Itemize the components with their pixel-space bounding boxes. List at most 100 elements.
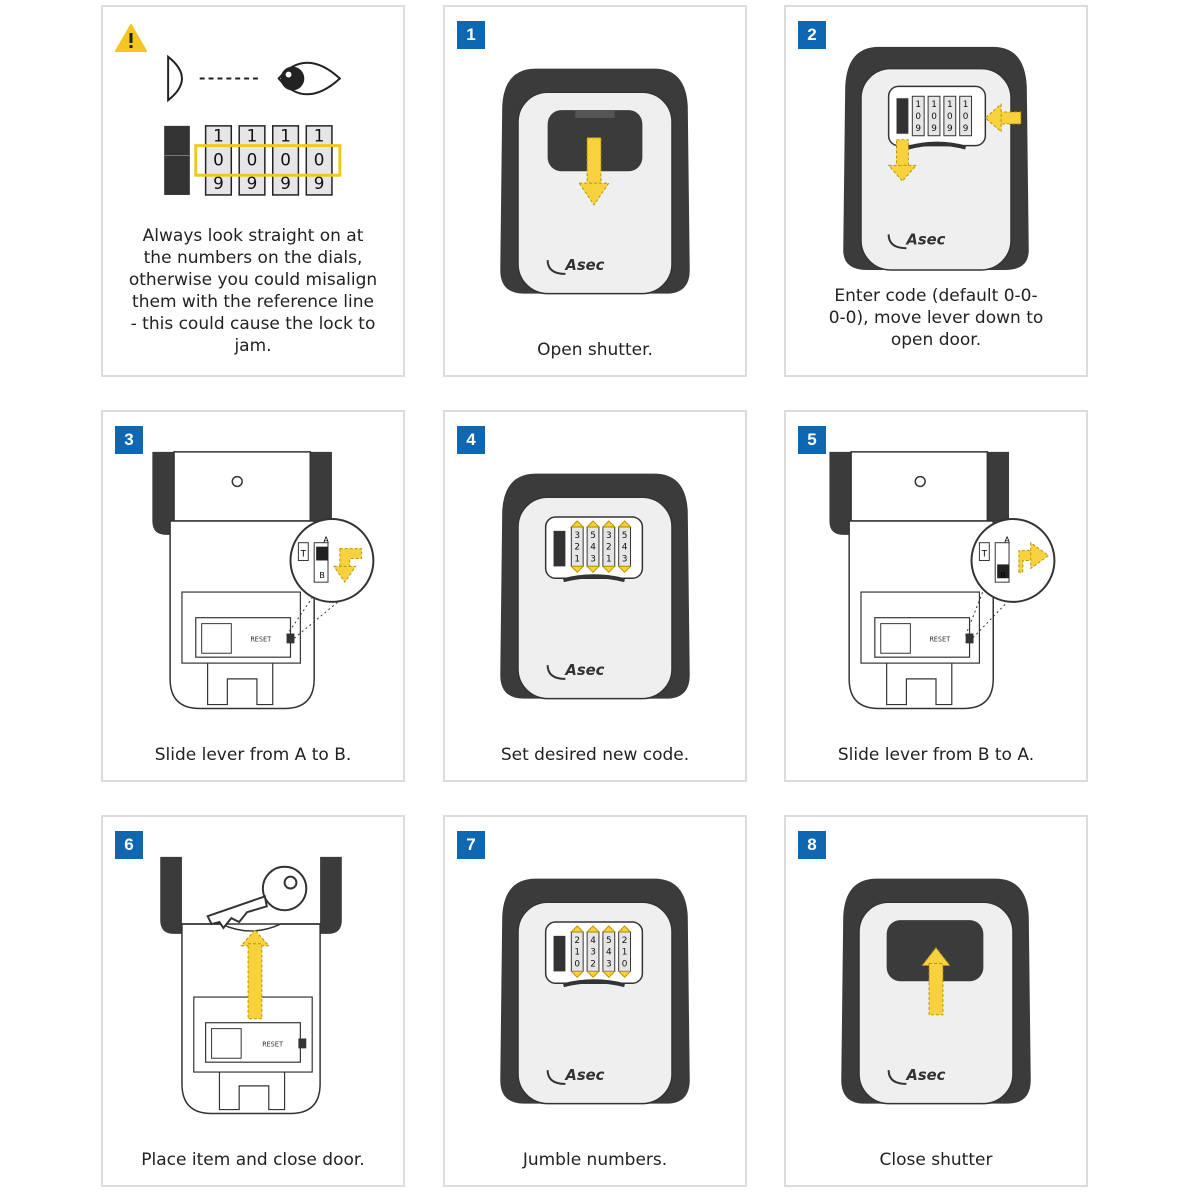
brand-logo: Asec bbox=[905, 231, 945, 248]
dial-digit: 2 bbox=[590, 959, 596, 969]
dial-digit: 1 bbox=[606, 554, 612, 564]
down-arrow-icon bbox=[601, 565, 616, 574]
dial-digit: 2 bbox=[574, 936, 580, 946]
down-arrow-icon bbox=[570, 565, 585, 574]
brand-logo: Asec bbox=[564, 1067, 604, 1084]
step-number-badge: 1 bbox=[457, 21, 485, 49]
step-caption: Enter code (default 0-0-0-0), move lever… bbox=[828, 286, 1044, 350]
dial-digit: 0 bbox=[213, 149, 224, 169]
step-5-panel: 5 RESET T A B Slide lever from B to A. bbox=[784, 410, 1088, 782]
brand-logo: Asec bbox=[905, 1067, 945, 1084]
dial-digit: 2 bbox=[606, 543, 612, 553]
down-arrow-icon bbox=[601, 970, 616, 979]
dial-digit: 1 bbox=[574, 948, 580, 958]
step-caption: Slide lever from A to B. bbox=[154, 745, 352, 765]
step-caption: Close shutter bbox=[879, 1150, 993, 1170]
dial-digit: 0 bbox=[314, 149, 325, 169]
step-8-panel: 8 Asec Close shutter bbox=[784, 815, 1088, 1187]
dial-digit: 1 bbox=[280, 126, 291, 146]
warning-text: Always look straight on at the numbers o… bbox=[128, 226, 378, 356]
down-arrow-icon bbox=[570, 970, 585, 979]
step-caption: Slide lever from B to A. bbox=[837, 745, 1035, 765]
svg-text:B: B bbox=[1000, 571, 1005, 580]
dial-digit: 0 bbox=[574, 959, 580, 969]
step-number-badge: 4 bbox=[457, 426, 485, 454]
dial-digit: 9 bbox=[247, 173, 258, 193]
dial-digit: 1 bbox=[247, 126, 258, 146]
up-arrow-icon bbox=[617, 520, 632, 528]
svg-text:RESET: RESET bbox=[930, 635, 951, 643]
down-arrow-icon bbox=[578, 137, 610, 206]
up-arrow-icon bbox=[921, 946, 951, 1016]
svg-text:RESET: RESET bbox=[262, 1040, 283, 1048]
dial-wheel bbox=[927, 95, 941, 137]
dial-digit: 3 bbox=[622, 554, 628, 564]
warning-triangle-icon bbox=[115, 24, 147, 52]
step-number-badge: 6 bbox=[115, 831, 143, 859]
step-6-panel: 6 RESET Place item and close door. bbox=[101, 815, 405, 1187]
dial-wheel bbox=[959, 95, 973, 137]
dial-wheel bbox=[943, 95, 957, 137]
dial-digit: 4 bbox=[606, 948, 612, 958]
dial-digit: 5 bbox=[622, 531, 628, 541]
step-number-badge: 5 bbox=[798, 426, 826, 454]
dial-digit: 9 bbox=[280, 173, 291, 193]
dial-digit: 3 bbox=[574, 531, 580, 541]
dial-digit: 3 bbox=[606, 531, 612, 541]
up-arrow-icon bbox=[601, 520, 616, 528]
svg-text:A: A bbox=[323, 536, 329, 545]
dial-digit: 1 bbox=[963, 100, 969, 110]
key-icon bbox=[206, 865, 308, 930]
up-arrow-icon bbox=[570, 520, 585, 528]
dial-digit: 3 bbox=[606, 959, 612, 969]
dial-digit: 2 bbox=[622, 936, 628, 946]
dial-digit: 9 bbox=[963, 124, 969, 134]
dial-digit: 0 bbox=[622, 959, 628, 969]
down-left-arrow-icon bbox=[332, 548, 363, 584]
dial-digit: 1 bbox=[314, 126, 325, 146]
dial-digit: 5 bbox=[590, 531, 596, 541]
dial-digit: 0 bbox=[280, 149, 291, 169]
dial-digit: 0 bbox=[247, 149, 258, 169]
dial-digit: 1 bbox=[915, 100, 921, 110]
dial-digit: 9 bbox=[947, 124, 953, 134]
up-right-arrow-icon bbox=[1018, 541, 1050, 573]
svg-text:T: T bbox=[981, 550, 988, 560]
svg-text:B: B bbox=[319, 571, 324, 580]
lockbox-door-open-ab-illustration: RESET T A B bbox=[152, 451, 375, 710]
lock-lever bbox=[164, 125, 190, 195]
step-number-badge: 3 bbox=[115, 426, 143, 454]
down-arrow-icon bbox=[887, 139, 918, 182]
step-1-panel: 1 Asec Open shutter. bbox=[443, 5, 747, 377]
dial-digit: 5 bbox=[606, 936, 612, 946]
dial-digit: 0 bbox=[963, 112, 969, 122]
dial-digit: 0 bbox=[915, 112, 921, 122]
lockbox-open-shutter-illustration: Asec bbox=[500, 68, 690, 295]
dial-wheel bbox=[204, 125, 233, 196]
step-caption: Set desired new code. bbox=[500, 745, 690, 765]
up-arrow-icon bbox=[240, 929, 270, 1020]
dial-wheel bbox=[271, 125, 300, 196]
dial-wheel bbox=[238, 125, 266, 196]
dial-digit: 1 bbox=[574, 554, 580, 564]
dial-digit: 2 bbox=[574, 543, 580, 553]
dial-digit: 9 bbox=[931, 124, 937, 134]
dial-digit: 1 bbox=[947, 100, 953, 110]
step-caption: Jumble numbers. bbox=[522, 1150, 668, 1170]
dial-digit: 9 bbox=[915, 124, 921, 134]
dial-side-icon bbox=[167, 54, 183, 103]
magnifier-circle bbox=[970, 518, 1056, 603]
left-arrow-icon bbox=[984, 103, 1022, 133]
eye-icon bbox=[277, 61, 342, 96]
lockbox-place-item-illustration: RESET bbox=[160, 856, 342, 1115]
dial-digit: 9 bbox=[213, 173, 224, 193]
up-arrow-icon bbox=[570, 925, 585, 933]
